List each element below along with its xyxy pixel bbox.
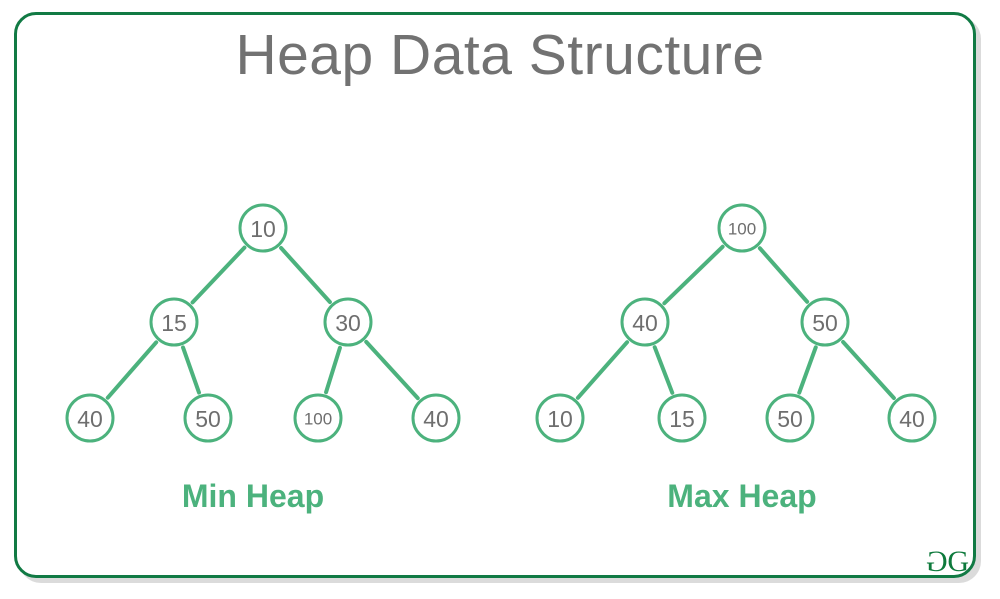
tree-node[interactable]: 100: [293, 393, 343, 443]
node-circle: [765, 393, 815, 443]
tree-edges: [105, 245, 420, 401]
node-value: 30: [335, 310, 361, 336]
logo-g: G: [947, 545, 969, 578]
tree-node[interactable]: 15: [657, 393, 707, 443]
node-value: 15: [161, 310, 187, 336]
tree-edge: [181, 345, 201, 395]
tree-edge: [841, 340, 896, 400]
tree-node[interactable]: 30: [323, 297, 373, 347]
tree-edge: [105, 340, 159, 400]
node-circle: [323, 297, 373, 347]
tree-edge: [190, 245, 247, 305]
tree-edge: [279, 246, 332, 304]
node-value: 10: [250, 216, 276, 242]
node-value: 40: [632, 310, 658, 336]
tree-node[interactable]: 100: [717, 203, 767, 253]
node-circle: [535, 393, 585, 443]
tree-edge: [364, 339, 420, 401]
node-circle: [411, 393, 461, 443]
node-circle: [887, 393, 937, 443]
node-circle: [183, 393, 233, 443]
tree-node[interactable]: 50: [765, 393, 815, 443]
node-value: 100: [304, 410, 332, 429]
tree-node[interactable]: 40: [65, 393, 115, 443]
node-value: 50: [195, 406, 221, 432]
tree-node[interactable]: 40: [411, 393, 461, 443]
node-circle: [717, 203, 767, 253]
tree-node[interactable]: 40: [887, 393, 937, 443]
tree-edge: [652, 345, 675, 395]
heap-caption-min: Min Heap: [181, 478, 325, 514]
tree-node[interactable]: 50: [183, 393, 233, 443]
node-circle: [657, 393, 707, 443]
node-circle: [293, 393, 343, 443]
node-value: 50: [812, 310, 838, 336]
page-title: Heap Data Structure: [235, 23, 765, 87]
geeksforgeeks-logo: GG: [926, 545, 969, 578]
heap-tree: 100 40 50 10 15 50 40: [535, 203, 937, 443]
tree-node[interactable]: 10: [535, 393, 585, 443]
node-circle: [149, 297, 199, 347]
node-circle: [65, 393, 115, 443]
tree-node[interactable]: 10: [238, 203, 288, 253]
tree-edge: [662, 244, 725, 306]
node-value: 40: [423, 406, 449, 432]
tree-edges: [575, 244, 896, 400]
node-value: 50: [777, 406, 803, 432]
node-circle: [238, 203, 288, 253]
tree-edge: [797, 345, 818, 395]
node-value: 100: [728, 220, 756, 239]
diagram-card: [14, 12, 976, 578]
tree-edge: [757, 246, 810, 304]
node-value: 40: [899, 406, 925, 432]
node-circle: [800, 297, 850, 347]
heap-tree: 10 15 30 40 50 100 40: [65, 203, 461, 443]
tree-node[interactable]: 50: [800, 297, 850, 347]
tree-edge: [575, 340, 630, 400]
node-circle: [620, 297, 670, 347]
tree-node[interactable]: 15: [149, 297, 199, 347]
tree-edge: [324, 345, 342, 395]
node-value: 15: [669, 406, 695, 432]
node-value: 40: [77, 406, 103, 432]
tree-node[interactable]: 40: [620, 297, 670, 347]
logo-mirrored-g: G: [926, 545, 948, 578]
node-value: 10: [547, 406, 573, 432]
heap-caption-max: Max Heap: [667, 478, 817, 514]
